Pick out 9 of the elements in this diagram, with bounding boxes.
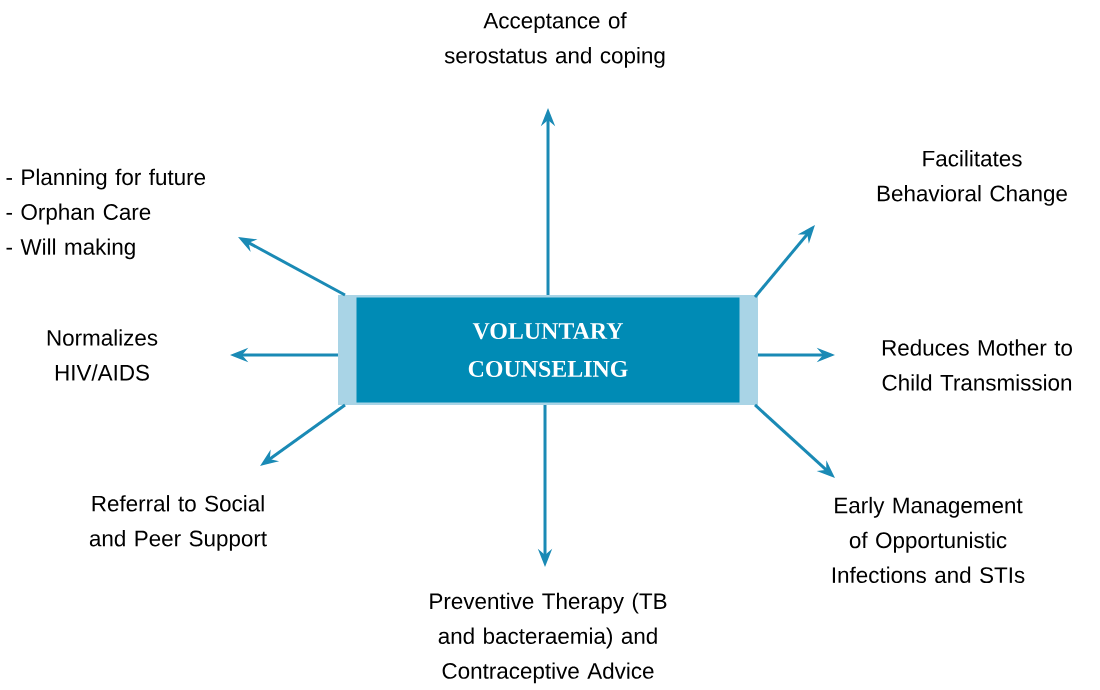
label-text: Reduces Mother to Child Transmission: [882, 339, 1072, 391]
label-text: Facilitates Behavioral Change: [877, 150, 1067, 206]
label-text: Normalizes HIV/AIDS: [47, 329, 158, 381]
label-text: Preventive Therapy (TB and bacteraemia) and Contraceptive Advice: [430, 592, 667, 684]
label-text: - Planning for future - Orphan Care - Will making: [6, 168, 206, 260]
label-text: Early Management of Opportunistic Infections and STIs: [832, 496, 1025, 584]
label-text: Acceptance of serostatus and coping: [444, 12, 665, 68]
title-box: VOLUNTARY COUNSELING: [338, 295, 758, 405]
label-text: Referral to Social and Peer Support: [89, 495, 267, 551]
